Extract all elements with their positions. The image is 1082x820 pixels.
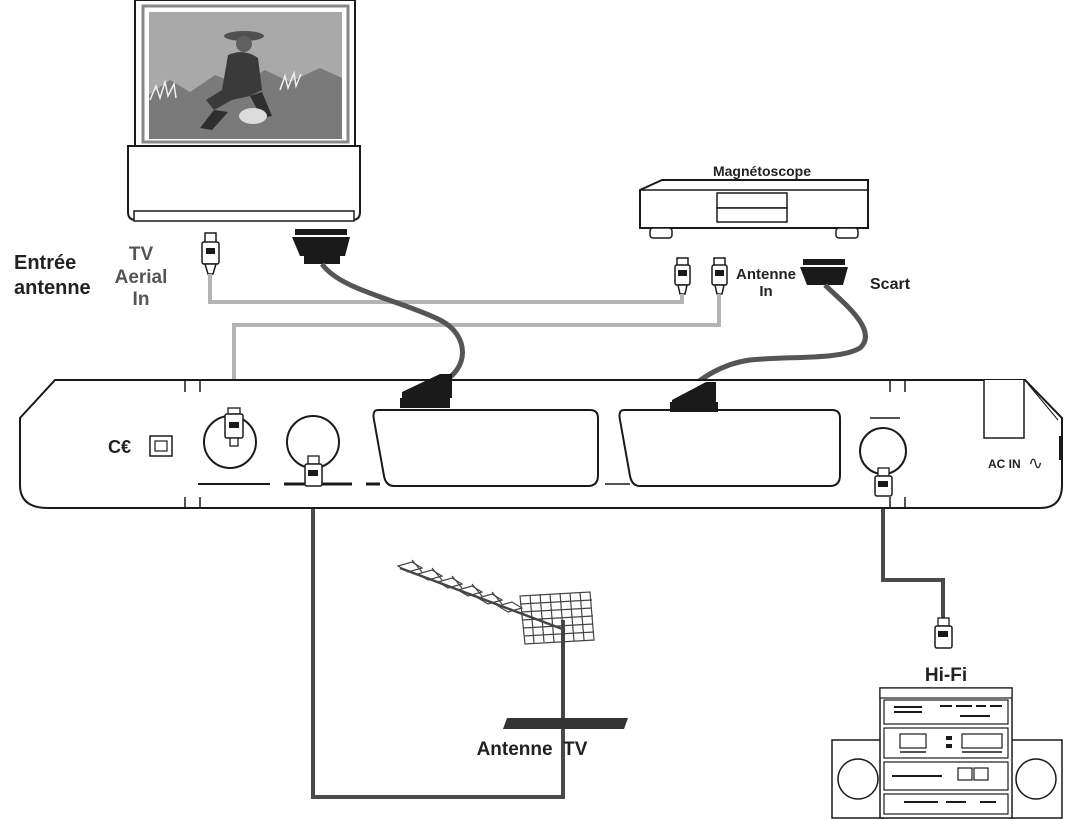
television-icon (127, 0, 361, 222)
vcr-antenne-label-line1: Antenne (736, 266, 796, 283)
rf-cable-tv-to-vcr (208, 274, 684, 304)
scart-label: Scart (870, 276, 911, 293)
tv-rf-plug-icon (201, 232, 220, 275)
tv-aerial-label-line2: Aerial (115, 267, 168, 288)
entree-antenne-label-line1: Entrée (14, 252, 76, 274)
audio-cable-box-to-hifi (881, 495, 945, 622)
antenne-tv-label: Antenne TV (477, 739, 588, 760)
hifi-plug-icon (934, 617, 953, 649)
panel-rf-in-plug-icon (304, 455, 323, 487)
roof-antenna-icon (396, 559, 595, 722)
vcr-icon (639, 179, 869, 239)
scart-cable-vcr-to-box (688, 283, 868, 390)
tv-aerial-label-line1: TV (129, 244, 154, 265)
scart-cable-tv-to-box (319, 262, 465, 386)
scart-socket-tv (372, 409, 599, 487)
ac-symbol: ∿ (1028, 453, 1043, 474)
ac-in-label: AC IN (988, 457, 1021, 471)
magnetoscope-label: Magnétoscope (713, 163, 811, 179)
scart-socket-vcr (618, 409, 841, 487)
rf-cable-vcr-to-box (232, 294, 721, 410)
panel-rf-out-plug-icon (224, 407, 244, 447)
roof-line (503, 718, 628, 729)
tv-aerial-label-line3: In (133, 289, 150, 310)
hifi-label: Hi-Fi (925, 665, 967, 686)
panel-scart-plug-vcr-icon (670, 382, 718, 412)
panel-audio-plug-icon (874, 467, 893, 497)
entree-antenne-label-line2: antenne (14, 277, 91, 299)
vcr-rf-out-plug-icon (674, 257, 691, 295)
vcr-antenne-label-line2: In (759, 283, 772, 300)
set-top-box-rear-panel-icon: C€ AC IN ∿ (19, 379, 1063, 509)
ce-mark: C€ (108, 437, 131, 457)
vcr-rf-in-plug-icon (711, 257, 728, 295)
audio-socket (859, 427, 907, 475)
hifi-stereo-icon (831, 617, 1063, 819)
tv-scart-plug-icon (292, 229, 350, 264)
vcr-scart-plug-icon (800, 259, 848, 285)
panel-scart-plug-tv-icon (400, 374, 452, 408)
